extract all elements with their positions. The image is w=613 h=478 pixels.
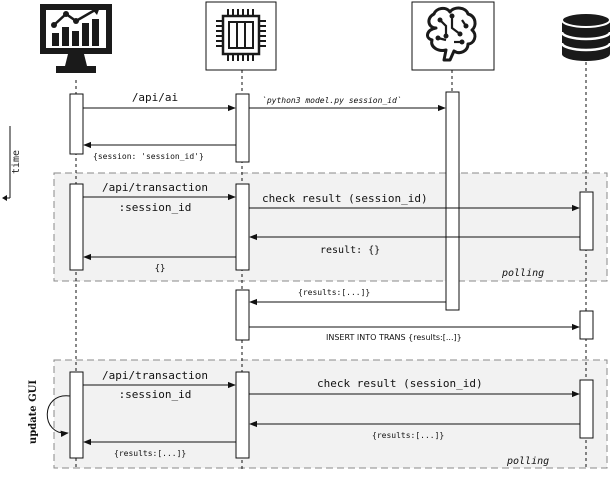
activation-server-3 — [235, 289, 250, 341]
activation-client-1 — [69, 93, 84, 155]
activation-database-3 — [579, 379, 594, 439]
label-session-resp: {session: 'session_id'} — [93, 152, 204, 161]
activation-client-3 — [69, 371, 84, 459]
time-axis — [2, 126, 11, 201]
activation-server-1 — [235, 93, 250, 163]
label-polling-2: polling — [506, 456, 549, 467]
label-empty-resp: {} — [155, 264, 166, 274]
label-api-transaction-2b: :session_id — [119, 388, 192, 401]
activation-client-2 — [69, 183, 84, 271]
label-check-result-1: check result (session_id) — [262, 192, 428, 205]
label-results-from-db: {results:[...]} — [372, 431, 444, 440]
label-results-to-client: {results:[...]} — [114, 449, 186, 458]
label-api-transaction-1a: /api/transaction — [102, 181, 208, 194]
label-api-transaction-1b: :session_id — [119, 201, 192, 214]
label-results-from-model: {results:[...]} — [298, 288, 370, 297]
activation-database-1 — [579, 191, 594, 251]
polling-frame-2 — [53, 359, 608, 469]
activation-server-4 — [235, 371, 250, 459]
polling-frame-1 — [53, 172, 608, 282]
cpu-chip-icon — [205, 1, 277, 71]
label-api-transaction-2a: /api/transaction — [102, 369, 208, 382]
label-result-empty: result: {} — [320, 245, 380, 256]
label-update-gui: update GUI — [28, 380, 39, 444]
label-check-result-2: check result (session_id) — [317, 377, 483, 390]
label-python-cmd: `python3 model.py session_id` — [262, 95, 402, 105]
arrow-update-gui — [46, 395, 71, 437]
label-polling-1: polling — [501, 268, 544, 279]
database-icon — [560, 12, 612, 61]
activation-database-2 — [579, 310, 594, 340]
ai-brain-icon — [411, 1, 495, 71]
label-api-ai: /api/ai — [132, 91, 178, 104]
activation-server-2 — [235, 183, 250, 271]
time-label: time — [11, 150, 22, 174]
activation-model — [445, 91, 460, 311]
label-insert-trans: INSERT INTO TRANS {results:[...]} — [326, 333, 462, 342]
monitor-chart-icon — [40, 4, 112, 73]
